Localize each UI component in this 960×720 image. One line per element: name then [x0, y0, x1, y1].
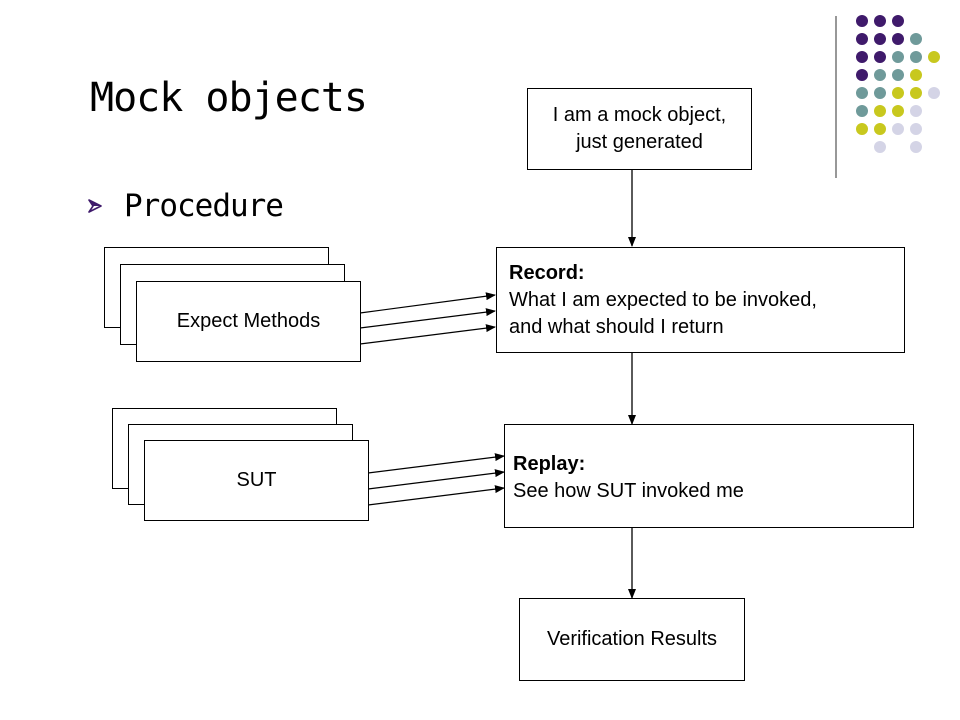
decorative-dot: [856, 105, 868, 117]
decorative-dot: [856, 33, 868, 45]
mock-object-line1: I am a mock object,: [552, 104, 727, 126]
sut-box: SUT: [144, 440, 369, 521]
decorative-dot: [910, 141, 922, 153]
decorative-dot: [910, 105, 922, 117]
decorative-dot: [892, 51, 904, 63]
arrow-expect-3: [359, 324, 496, 345]
decorative-dot: [892, 33, 904, 45]
decorative-dot: [856, 123, 868, 135]
decorative-dot: [892, 69, 904, 81]
decorative-dot: [874, 141, 886, 153]
decorative-dot: [892, 15, 904, 27]
decorative-dot: [892, 105, 904, 117]
expect-methods-label: Expect Methods: [176, 310, 321, 332]
arrow-sut-1: [367, 453, 505, 474]
replay-heading: Replay:: [513, 453, 586, 475]
decorative-dot: [874, 15, 886, 27]
decorative-dot: [928, 51, 940, 63]
arrow-sut-3: [367, 485, 505, 506]
bullet-item: Procedure: [88, 186, 284, 226]
expect-methods-box: Expect Methods: [136, 281, 361, 362]
decorative-dot: [910, 123, 922, 135]
decorative-dot: [856, 87, 868, 99]
arrow-expect-1: [359, 292, 496, 314]
decorative-dot: [874, 51, 886, 63]
sut-label: SUT: [236, 469, 277, 491]
record-line1: What I am expected to be invoked,: [509, 289, 817, 311]
decorative-dot: [892, 87, 904, 99]
arrow-sut-2: [367, 469, 505, 490]
record-line2: and what should I return: [509, 316, 724, 338]
mock-object-box: I am a mock object, just generated: [527, 88, 752, 170]
decorative-dot: [892, 123, 904, 135]
mock-object-line2: just generated: [576, 131, 703, 153]
decorative-dot: [874, 123, 886, 135]
decorative-dot: [874, 87, 886, 99]
slide-title: Mock objects: [90, 75, 368, 121]
decorative-dot: [856, 15, 868, 27]
arrow-bullet-icon: [88, 197, 106, 215]
decorative-dot: [910, 69, 922, 81]
bullet-text: Procedure: [124, 188, 284, 224]
replay-box: Replay: See how SUT invoked me: [504, 424, 914, 528]
decorative-dot: [910, 33, 922, 45]
record-heading: Record:: [509, 262, 585, 284]
verification-results-label: Verification Results: [546, 628, 718, 650]
record-box: Record: What I am expected to be invoked…: [496, 247, 905, 353]
decorative-dot: [928, 87, 940, 99]
decorative-dot: [910, 87, 922, 99]
decorative-dot: [856, 69, 868, 81]
arrow-expect-2: [359, 308, 496, 329]
replay-line1: See how SUT invoked me: [513, 480, 744, 502]
decorative-dot: [874, 33, 886, 45]
decorative-dot: [910, 51, 922, 63]
verification-results-box: Verification Results: [519, 598, 745, 681]
decorative-dot: [874, 105, 886, 117]
decorative-dot: [874, 69, 886, 81]
decorative-dot: [856, 51, 868, 63]
